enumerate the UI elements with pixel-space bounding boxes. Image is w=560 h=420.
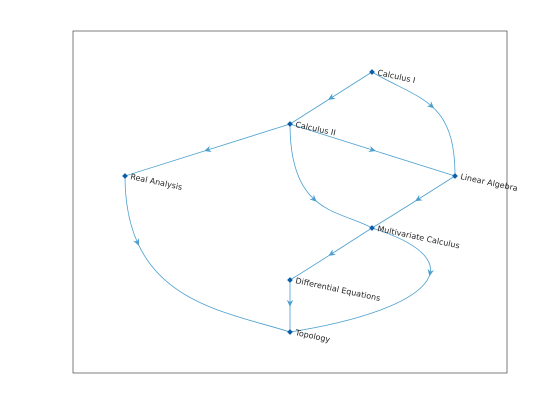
arrowhead-real-to-topo [133, 238, 139, 246]
node-linalg [452, 173, 458, 179]
arrowhead-multi-to-diffeq [328, 249, 337, 256]
edge-layer [124, 71, 456, 333]
arrowhead-linalg-to-multi [415, 194, 423, 202]
arrowhead-diffeq-to-topo [286, 299, 294, 307]
arrowhead-calc2-to-linalg [368, 145, 376, 152]
edge-real-to-topo [124, 175, 291, 333]
arrowhead-multi-to-topo [427, 268, 434, 277]
node-multi [369, 225, 375, 231]
node-calc2 [287, 121, 293, 127]
edge-multi-to-topo [289, 227, 431, 333]
node-diffeq [287, 277, 293, 283]
edge-calc2-to-multi [289, 123, 373, 229]
node-real [122, 173, 128, 179]
node-topo [287, 329, 293, 335]
arrowhead-calc1-to-linalg [426, 101, 435, 109]
arrowhead-calc2-to-multi [309, 194, 317, 202]
arrowhead-calc1-to-calc2 [328, 93, 336, 100]
arrowhead-calc2-to-real [204, 145, 212, 152]
edge-linalg-to-multi [371, 175, 456, 229]
node-layer [122, 69, 458, 335]
node-calc1 [369, 69, 375, 75]
